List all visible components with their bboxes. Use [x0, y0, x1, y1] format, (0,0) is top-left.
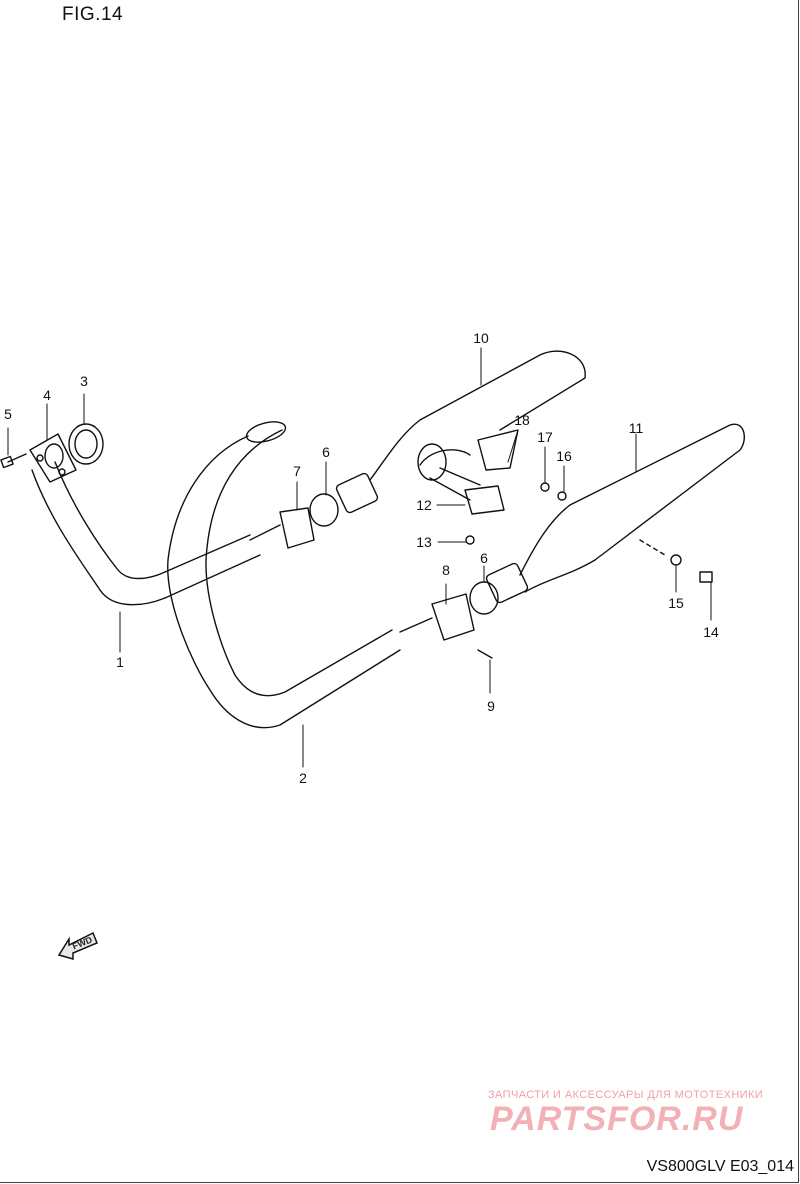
connector-pipe-6-lower — [469, 581, 499, 615]
bracket-18 — [477, 429, 519, 471]
lower-muffler — [519, 423, 746, 593]
clamp-8 — [399, 593, 475, 641]
callout-3: 3 — [80, 373, 88, 389]
clamp-7 — [249, 507, 315, 549]
callout-12: 12 — [416, 497, 432, 513]
callout-5: 5 — [4, 406, 12, 422]
joint-pipe-upper — [335, 472, 379, 514]
callout-15: 15 — [668, 595, 684, 611]
upper-muffler — [369, 350, 586, 501]
watermark-brand: PARTSFOR.RU — [490, 1100, 744, 1138]
figure-title: FIG.14 — [62, 4, 124, 25]
callout-16: 16 — [556, 448, 572, 464]
joint-pipe-lower — [485, 562, 529, 604]
callout-14: 14 — [703, 624, 719, 640]
callout-10: 10 — [473, 330, 489, 346]
bracket-12 — [464, 485, 505, 515]
callout-13: 13 — [416, 534, 432, 550]
rear-exhaust-pipe — [167, 421, 401, 729]
callout-1: 1 — [116, 654, 124, 670]
front-exhaust-pipe — [31, 461, 261, 606]
callout-8: 8 — [442, 562, 450, 578]
diagram-code: VS800GLV E03_014 — [646, 1158, 794, 1175]
watermark-tagline: ЗАПЧАСТИ И АКСЕССУАРЫ ДЛЯ МОТОТЕХНИКИ — [488, 1089, 764, 1101]
exhaust-flange — [29, 433, 77, 483]
small-parts — [465, 482, 713, 659]
callout-6-lower: 6 — [480, 550, 488, 566]
callout-4: 4 — [43, 387, 51, 403]
callout-18: 18 — [514, 412, 530, 428]
callout-9: 9 — [487, 698, 495, 714]
gasket-ring — [68, 423, 104, 465]
callout-6-upper: 6 — [322, 444, 330, 460]
callout-7: 7 — [293, 463, 301, 479]
leader-lines — [7, 347, 712, 768]
flange-bolt — [0, 453, 27, 469]
callout-11: 11 — [628, 420, 644, 436]
callout-17: 17 — [537, 429, 553, 445]
fwd-arrow-icon — [57, 931, 98, 960]
callout-2: 2 — [299, 770, 307, 786]
connector-pipe-6-upper — [309, 493, 339, 527]
